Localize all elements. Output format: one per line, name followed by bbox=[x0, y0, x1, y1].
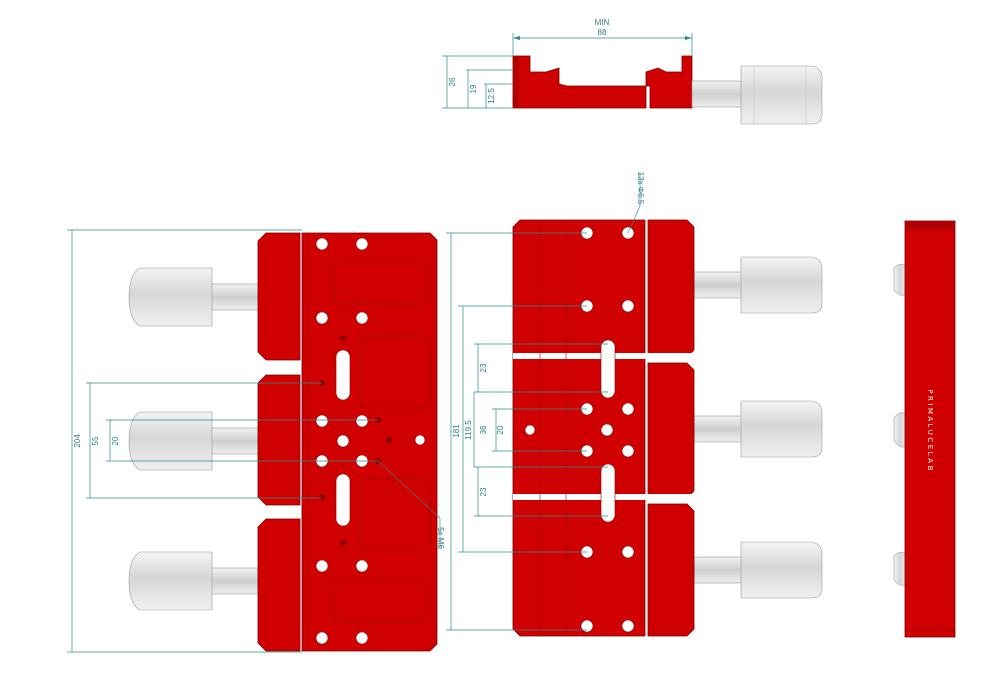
middle-clamp-segment-3 bbox=[647, 503, 695, 637]
dim-label-19: 19 bbox=[469, 84, 478, 93]
left-knob-bottom bbox=[128, 551, 259, 611]
middle-knob-middle bbox=[693, 400, 823, 458]
left-clamp-segment-3 bbox=[257, 518, 301, 652]
side-knob-top bbox=[893, 264, 907, 296]
leader-m6 bbox=[377, 460, 441, 519]
left-clamp-segment-2 bbox=[257, 374, 301, 506]
middle-knob-bottom bbox=[693, 541, 823, 599]
left-plate-view: 204 55 20 5x M6 bbox=[67, 229, 445, 653]
callout-m6: 5x M6 bbox=[436, 527, 445, 549]
side-plate bbox=[904, 220, 956, 638]
dim-label-181: 181 bbox=[452, 424, 461, 438]
brand-label: PRIMALUCELAB bbox=[926, 389, 934, 473]
dim-label-12-5: 12.5 bbox=[487, 88, 496, 104]
profile-knob-shaft bbox=[691, 80, 743, 108]
dim-label-23-upper: 23 bbox=[479, 363, 488, 372]
dim-label-119-5: 119.5 bbox=[464, 420, 473, 440]
dim-label-204: 204 bbox=[73, 434, 82, 448]
dim-label-55: 55 bbox=[91, 436, 100, 445]
profile-clamp bbox=[645, 55, 693, 109]
middle-main-plate bbox=[512, 219, 646, 637]
left-clamp-segment-1 bbox=[257, 232, 301, 361]
left-main-plate bbox=[301, 232, 438, 652]
profile-edge bbox=[513, 56, 519, 108]
dim-label-23-lower: 23 bbox=[479, 487, 488, 496]
dim-label-20-mid: 20 bbox=[496, 425, 505, 434]
middle-clamp-segment-2 bbox=[647, 362, 695, 499]
middle-clamp-segment-1 bbox=[647, 219, 695, 358]
top-profile-view: MIN 88 26 19 12.5 bbox=[442, 18, 823, 125]
side-knob-bottom bbox=[893, 552, 907, 586]
leader-13x bbox=[627, 205, 641, 234]
profile-body bbox=[512, 55, 647, 109]
dim-label-26: 26 bbox=[448, 77, 457, 86]
dim-label-36: 36 bbox=[479, 425, 488, 434]
left-holes bbox=[315, 237, 426, 645]
side-plate-top-edge bbox=[905, 221, 955, 230]
dim-label-20: 20 bbox=[111, 436, 120, 445]
left-knob-middle bbox=[128, 411, 259, 471]
left-knob-top bbox=[128, 267, 259, 327]
middle-plate-view: 13x Φ6.5 181 119.5 23 23 36 20 bbox=[446, 172, 823, 637]
side-view: PRIMALUCELAB bbox=[893, 220, 956, 638]
side-knob-middle bbox=[893, 412, 907, 448]
dim-label-88: 88 bbox=[598, 28, 607, 37]
profile-knob bbox=[740, 65, 823, 125]
middle-knob-top bbox=[693, 256, 823, 314]
callout-13x: 13x Φ6.5 bbox=[636, 172, 645, 205]
dim-label-min: MIN bbox=[595, 18, 610, 27]
